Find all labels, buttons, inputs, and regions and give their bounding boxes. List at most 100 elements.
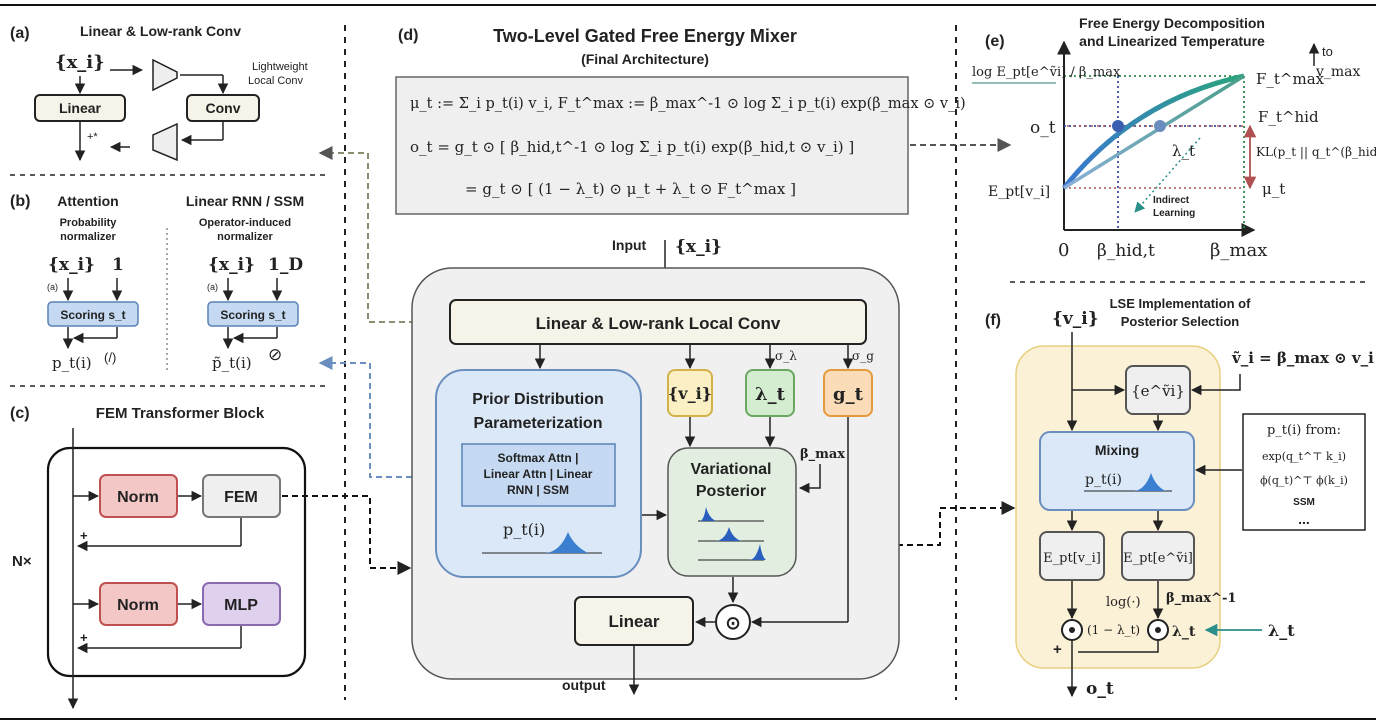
panel-c: (c) FEM Transformer Block N× Norm FEM + … [10, 405, 307, 710]
rnn-scoring-box [207, 301, 299, 327]
input-symbol: {x_i} [675, 237, 722, 257]
panel-d-subtitle: (Final Architecture) [581, 51, 709, 67]
prior-title-2: Parameterization [474, 415, 603, 432]
fhid-point [1154, 120, 1166, 132]
equation-3: = g_t ⊙ [ (1 − λ_t) ⊙ μ_t + λ_t ⊙ F_t^ma… [465, 180, 796, 198]
attn-input: {x_i} [48, 255, 95, 275]
mixing-label: Mixing [1095, 442, 1139, 458]
g-box [823, 369, 873, 417]
p-source-4: ... [1298, 511, 1310, 527]
prior-to-b-connector [318, 356, 432, 478]
rnn-sub-2: normalizer [217, 231, 273, 243]
repeat-label: N× [12, 553, 32, 570]
panel-a-linear-box [34, 94, 126, 122]
panel-a-note-1: Lightweight [252, 61, 308, 73]
rnn-title: Linear RNN / SSM [186, 193, 304, 209]
panel-e: (e) Free Energy Decomposition and Linear… [972, 15, 1376, 261]
prior-option-1: Softmax Attn | [498, 451, 579, 465]
posterior-title-1: Variational [691, 461, 772, 478]
mu-label: μ_t [1262, 180, 1285, 198]
lambda-gate: λ_t [1172, 624, 1196, 640]
plus-2: + [80, 630, 88, 645]
output-label: output [562, 677, 606, 693]
kl-label: KL(p_t || q_t^(β_hid)) / β_hid [1256, 145, 1376, 159]
linear-conv-label: Linear & Low-rank Local Conv [536, 314, 781, 333]
attn-sub-2: normalizer [60, 231, 116, 243]
one-minus-lambda: (1 − λ_t) [1087, 623, 1140, 637]
panel-f: (f) LSE Implementation of Posterior Sele… [985, 296, 1374, 699]
panel-d-label: (d) [398, 27, 418, 44]
v-label: {v_i} [668, 384, 712, 403]
fmax-label: F_t^max [1256, 70, 1325, 88]
ot-point [1112, 120, 1124, 132]
beta-max-label: β_max [800, 447, 845, 462]
beta-inv-label: β_max^-1 [1166, 591, 1236, 606]
panel-a-conv: Conv [206, 100, 241, 116]
panel-a-plus: +* [87, 131, 98, 143]
x-tick-beta-max: β_max [1210, 240, 1267, 261]
rnn-p-tilde-out: p̃_t(i) [212, 354, 252, 372]
prior-distribution-icon [545, 532, 588, 553]
indirect-label-2: Learning [1153, 208, 1195, 219]
panel-a: (a) Linear & Low-rank Conv {x_i} Linear … [10, 23, 308, 162]
norm-box-2 [99, 582, 178, 626]
p-source-1: exp(q_t^⊤ k_i) [1262, 450, 1346, 463]
panel-f-title-2: Posterior Selection [1121, 314, 1240, 329]
attn-scoring: Scoring s_t [60, 308, 125, 322]
expect-v-box [1039, 531, 1105, 581]
norm-box-1 [99, 474, 178, 518]
v-tilde-def: ṽ_i = β_max ⊙ v_i [1231, 349, 1374, 367]
lambda-box [745, 369, 795, 417]
panel-b-label: (b) [10, 193, 30, 210]
mixing-p-label: p_t(i) [1085, 472, 1122, 488]
v-box [667, 369, 713, 417]
rnn-one-d: 1_D [268, 255, 303, 275]
output-linear-label: Linear [608, 612, 659, 631]
lambda-curve-label: λ_t [1172, 142, 1195, 160]
rnn-oslash: ⊘ [268, 345, 282, 364]
panel-e-label: (e) [985, 33, 1005, 50]
mixing-dist-icon [1134, 473, 1166, 491]
panel-e-title-1: Free Energy Decomposition [1079, 15, 1265, 31]
fhid-label: F_t^hid [1258, 108, 1319, 126]
lse-v-in: {v_i} [1052, 309, 1099, 329]
indirect-label-1: Indirect [1153, 195, 1190, 206]
g-label: g_t [833, 384, 864, 405]
panel-a-input: {x_i} [55, 52, 105, 73]
panel-d: (d) Two-Level Gated Free Energy Mixer (F… [395, 26, 966, 696]
expect-exp-label: E_pt[e^ṽi] [1123, 551, 1193, 566]
gate-odot: ⊙ [725, 613, 740, 633]
sum-plus: + [1053, 641, 1062, 658]
gate-multiply-node [715, 604, 751, 640]
linear-conv-box [449, 299, 867, 345]
p-source-3: SSM [1293, 497, 1315, 508]
exp-box [1125, 365, 1191, 415]
equation-box [395, 76, 909, 215]
equation-2: o_t = g_t ⊙ [ β_hid,t^-1 ⊙ log Σ_i p_t(i… [410, 138, 854, 156]
y-top-label: log E_pt[e^ṽi] / β_max [972, 65, 1121, 80]
ev-axis-label: E_pt[v_i] [988, 184, 1050, 200]
attn-sub-1: Probability [60, 217, 118, 229]
conv-to-a-connector [318, 146, 445, 323]
x-tick-zero: 0 [1058, 240, 1069, 261]
attn-tag-a: (a) [47, 282, 58, 292]
panel-f-label: (f) [985, 312, 1001, 329]
expect-exp-box [1121, 531, 1195, 581]
posterior-box [667, 447, 797, 577]
prior-option-2: Linear Attn | Linear [484, 467, 593, 481]
norm-label-2: Norm [117, 597, 159, 614]
output-o: o_t [1086, 679, 1114, 699]
panel-c-title: FEM Transformer Block [96, 405, 265, 422]
panel-b: (b) Attention Probability normalizer Lin… [10, 193, 304, 372]
panel-d-title: Two-Level Gated Free Energy Mixer [493, 26, 797, 46]
x-tick-beta-hid: β_hid,t [1097, 241, 1155, 261]
input-label: Input [612, 237, 647, 253]
free-energy-curve [1062, 73, 1245, 190]
norm-label-1: Norm [117, 489, 159, 506]
to-label: to [1322, 44, 1333, 59]
panel-e-title-2: and Linearized Temperature [1079, 33, 1265, 49]
fem-box [202, 474, 281, 518]
posterior-dist-2 [716, 527, 742, 541]
sigma-g: σ_g [852, 349, 874, 363]
